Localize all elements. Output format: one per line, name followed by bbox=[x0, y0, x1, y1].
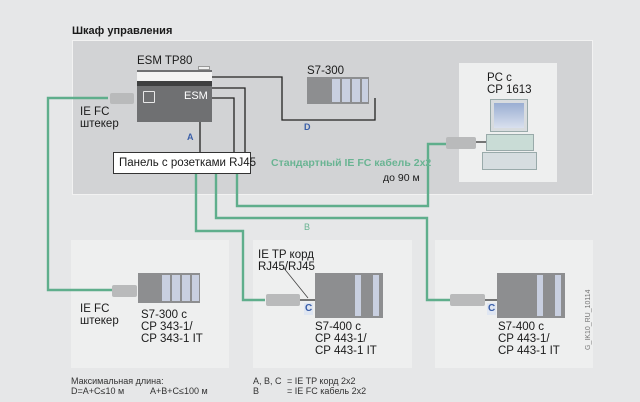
esm-title: ESM TP80 bbox=[137, 55, 193, 67]
s7-400-middle-line3: CP 443-1 IT bbox=[315, 345, 377, 357]
legend-b-key: B bbox=[253, 386, 260, 396]
segment-label-a: A bbox=[187, 132, 194, 142]
rack-slot bbox=[537, 275, 543, 316]
rack-slot bbox=[332, 79, 340, 102]
cord-esm-to-s7-300 bbox=[212, 76, 376, 121]
segment-label-c-middle: C bbox=[304, 303, 314, 315]
s7-400-middle-plug bbox=[266, 294, 300, 306]
ie-fc-plug-cabinet-line1: IE FC bbox=[80, 106, 110, 118]
legend-rule-abc: A+B+C≤100 м bbox=[150, 386, 208, 396]
s7-300-bottom-line1: S7-300 с bbox=[141, 309, 188, 321]
bottom-box-left bbox=[71, 240, 229, 368]
esm-top-connector bbox=[198, 66, 210, 70]
legend-max-length-title: Максимальная длина: bbox=[71, 376, 164, 386]
esm-dark-strip bbox=[137, 81, 212, 86]
standard-cable-label: Стандартный IE FC кабель 2x2 bbox=[271, 157, 432, 169]
s7-400-right-rack bbox=[497, 273, 565, 318]
segment-label-c-right: C bbox=[487, 303, 497, 315]
cord-esm-to-panel-1 bbox=[212, 87, 246, 152]
legend-abc-value: = IE TP корд 2x2 bbox=[287, 376, 356, 386]
s7-300-bottom-rack bbox=[138, 273, 200, 303]
ie-tp-cord-line2: RJ45/RJ45 bbox=[258, 261, 315, 273]
s7-300-cabinet-title: S7-300 bbox=[307, 65, 345, 77]
rack-slot bbox=[362, 79, 368, 102]
segment-label-b: B bbox=[304, 222, 311, 232]
esm-face-label: ESM bbox=[184, 90, 208, 102]
ie-fc-plug-cabinet bbox=[110, 93, 134, 104]
rj45-panel: Панель с розетками RJ45 bbox=[113, 152, 256, 174]
s7-300-bottom-line3: CP 343-1 IT bbox=[141, 333, 203, 345]
legend-rule-d: D=A+C≤10 м bbox=[71, 386, 125, 396]
rack-slot bbox=[352, 79, 360, 102]
esm-top-strip bbox=[137, 72, 212, 81]
cable-panel-to-s7-400-middle bbox=[194, 174, 265, 302]
cord-esm-to-panel-2 bbox=[212, 97, 235, 152]
cable-length-label: до 90 м bbox=[383, 172, 420, 184]
figure-id: G_IK10_RU_10114 bbox=[585, 289, 592, 350]
rack-slot bbox=[355, 275, 361, 316]
pc-monitor bbox=[490, 99, 528, 132]
s7-300-bottom-line2: CP 343-1/ bbox=[141, 321, 193, 333]
rack-slot bbox=[555, 275, 561, 316]
rack-slot bbox=[342, 79, 350, 102]
s7-300-cabinet-rack bbox=[307, 77, 369, 104]
pc-line2: CP 1613 bbox=[487, 84, 532, 96]
ie-tp-cord-line1: IE TP корд bbox=[258, 249, 314, 261]
s7-400-middle-line2: CP 443-1/ bbox=[315, 333, 367, 345]
rj45-panel-label: Панель с розетками RJ45 bbox=[119, 157, 257, 169]
rack-slot bbox=[192, 275, 199, 301]
pc-keyboard bbox=[482, 152, 537, 170]
rack-slot bbox=[373, 275, 379, 316]
pc-screen bbox=[494, 103, 524, 128]
s7-400-right-line2: CP 443-1/ bbox=[498, 333, 550, 345]
s7-400-middle-rack bbox=[315, 273, 383, 318]
legend-b-value: = IE FC кабель 2x2 bbox=[287, 386, 367, 396]
cable-plug-to-bottom-left bbox=[46, 96, 112, 292]
ie-fc-plug-bottom-line2: штекер bbox=[80, 315, 119, 327]
esm-device: ESM bbox=[137, 70, 212, 122]
cable-panel-to-s7-400-right bbox=[214, 174, 450, 302]
s7-400-right-line3: CP 443-1 IT bbox=[498, 345, 560, 357]
ie-fc-plug-cabinet-line2: штекер bbox=[80, 118, 119, 130]
s7-400-right-line1: S7-400 с bbox=[498, 321, 545, 333]
esm-port-icon bbox=[143, 91, 155, 103]
rack-slot bbox=[162, 275, 170, 301]
pc-plug bbox=[446, 137, 476, 149]
pc-line1: PC с bbox=[487, 72, 512, 84]
rack-slot bbox=[172, 275, 180, 301]
s7-400-middle-line1: S7-400 с bbox=[315, 321, 362, 333]
ie-tp-cord-pointer bbox=[282, 266, 309, 299]
cable-panel-to-pc bbox=[235, 142, 446, 208]
ie-fc-plug-bottom-line1: IE FC bbox=[80, 303, 110, 315]
cabinet-title: Шкаф управления bbox=[72, 25, 173, 37]
legend-abc-key: A, B, C bbox=[253, 376, 282, 386]
ie-fc-plug-bottom bbox=[112, 285, 137, 297]
segment-label-d: D bbox=[304, 122, 311, 132]
rack-slot bbox=[182, 275, 190, 301]
pc-base bbox=[486, 134, 534, 151]
s7-400-right-plug bbox=[450, 294, 485, 306]
